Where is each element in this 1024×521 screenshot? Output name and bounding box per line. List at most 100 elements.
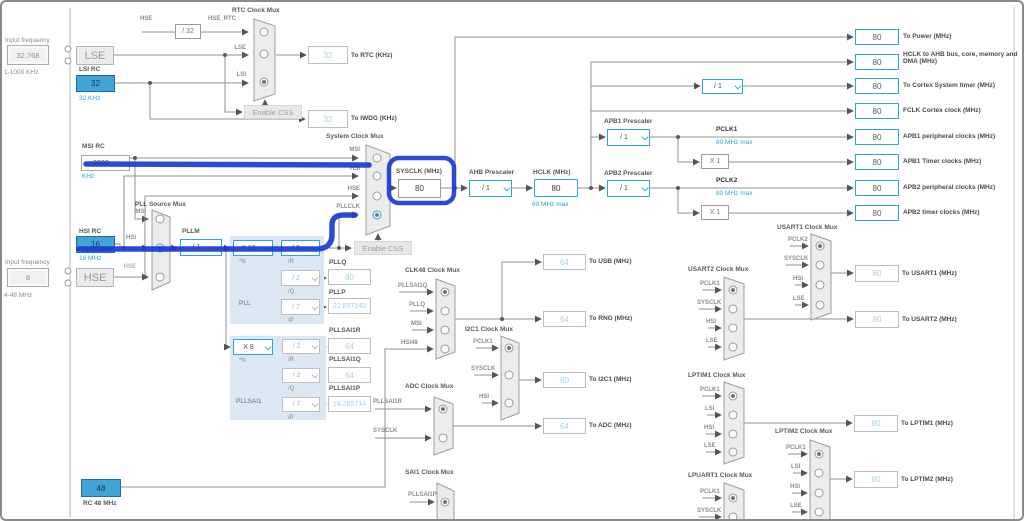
hse-stub-label: HSE — [140, 16, 153, 22]
pll-r-select[interactable]: / 2 — [281, 240, 320, 256]
pllsai1-label: PLLSAI1 — [236, 398, 262, 405]
pll-q-value: / 2 — [292, 274, 300, 282]
apb2-peripheral-label: APB2 peripheral clocks (MHz) — [903, 184, 996, 191]
iwdg-output-value: 32 — [308, 110, 348, 128]
pllsai1-q-value: / 2 — [292, 372, 301, 379]
usart1-in-lse: LSE — [793, 296, 805, 302]
clk48-in-pllq: PLLQ — [409, 302, 425, 308]
usart1-in-pclk2: PCLK2 — [788, 237, 808, 243]
hclk-value-field[interactable]: 80 — [534, 179, 578, 197]
fclk-value: 80 — [855, 103, 899, 119]
pllsai1-p-sub: /P — [288, 415, 294, 421]
pll-q-sub: /Q — [288, 289, 295, 295]
hse-frequency-range: 4-48 MHz — [4, 292, 33, 299]
i2c1-mux-radios[interactable] — [504, 343, 514, 408]
apb2-timer-multiplier: X 1 — [701, 205, 729, 220]
lsi-stub-label: LSI — [236, 72, 246, 78]
cortex-prescaler-select[interactable]: / 1 — [702, 79, 743, 94]
pclk2-label: PCLK2 — [716, 177, 738, 184]
rtc-mux-radios[interactable] — [259, 27, 269, 87]
sysclk-value-field[interactable]: 80 — [398, 179, 441, 198]
apb1-prescaler-select[interactable]: / 1 — [607, 129, 650, 146]
apb1-peripheral-value: 80 — [855, 129, 899, 145]
i2c1-mux-title: I2C1 Clock Mux — [465, 326, 514, 333]
clk48-in-msi: MSI — [411, 321, 422, 327]
clk48-in-pllsai1q: PLLSAI1Q — [398, 283, 428, 289]
pll-p-sub: /P — [288, 318, 294, 324]
sysclk-enable-css-button[interactable]: Enable CSS — [354, 241, 412, 255]
pllp-value: 22.857143 — [328, 298, 371, 314]
lptim2-mux-title: LPTIM2 Clock Mux — [775, 428, 833, 435]
pllm-select[interactable]: / 1 — [180, 239, 222, 256]
pll-source-mux-radios[interactable] — [155, 214, 165, 282]
sysmux-hse-stub: HSE — [347, 186, 360, 192]
pll-p-select[interactable]: / 7 — [281, 299, 320, 315]
hsi48-source-box[interactable]: 48 — [81, 479, 121, 497]
pllsai1-q-select[interactable]: / 2 — [282, 368, 320, 383]
rtc-hse-divider[interactable]: / 32 — [175, 24, 201, 39]
hse-source-box[interactable]: HSE — [76, 268, 114, 287]
cortex-timer-label: To Cortex System timer (MHz) — [903, 82, 995, 89]
lptim2-mux-radios[interactable] — [814, 449, 824, 517]
pllm-value: / 1 — [192, 244, 201, 251]
apb2-prescaler-select[interactable]: / 1 — [607, 180, 650, 197]
lsi-source-box[interactable]: 32 — [76, 75, 115, 92]
ahb-prescaler-value: / 1 — [482, 185, 490, 192]
lse-source-box[interactable]: LSE — [76, 46, 114, 65]
chevron-down-icon — [263, 241, 272, 255]
fclk-label: FCLK Cortex clock (MHz) — [903, 107, 981, 114]
clk48-in-hsi48: HSI48 — [401, 340, 418, 346]
usart1-mux-radios[interactable] — [815, 241, 825, 310]
pllm-label: PLLM — [182, 228, 200, 235]
i2c1-in-sysclk: SYSCLK — [471, 366, 496, 372]
pll-n-select[interactable]: X 10 — [233, 240, 273, 256]
hse-input-frequency-field[interactable]: 8 — [7, 268, 49, 287]
lsi-rc-label: LSI RC — [79, 66, 101, 73]
pllsai1-p-select[interactable]: / 7 — [282, 397, 320, 412]
apb1-prescaler-label: APB1 Prescaler — [604, 118, 653, 125]
pllsai1r-value: 64 — [328, 338, 371, 354]
power-clock-value: 80 — [855, 29, 899, 45]
pllsai1r-label: PLLSAI1R — [329, 327, 361, 334]
hclk-ahb-value: 80 — [855, 54, 899, 70]
i2c1-in-hsi: HSI — [479, 394, 490, 400]
pllsai1q-value: 64 — [328, 367, 371, 383]
hclk-ahb-label: HCLK to AHB bus, core, memory and DMA (M… — [903, 51, 1018, 66]
rtc-enable-css-button[interactable]: Enable CSS — [244, 105, 302, 119]
chevron-down-icon — [310, 398, 319, 411]
usart1-in-hsi: HSI — [793, 276, 804, 282]
pllsai1-n-sub: *N — [239, 358, 246, 364]
rc48-label: RC 48 MHz — [83, 500, 117, 507]
lptim1-in-lsi: LSI — [705, 406, 715, 412]
i2c1-in-pclk1: PCLK1 — [473, 339, 493, 345]
sai1-mux-radios[interactable] — [440, 497, 450, 507]
pllsrc-hse-stub: HSE — [123, 264, 136, 270]
chevron-down-icon — [733, 80, 742, 93]
pllsai1-r-select[interactable]: / 2 — [282, 339, 320, 354]
sai1-mux-title: SAI1 Clock Mux — [405, 469, 454, 476]
pclk1-max-note: 80 MHz max — [716, 139, 753, 146]
lptim1-mux-radios[interactable] — [728, 391, 738, 457]
usart1-clock-value: 80 — [855, 265, 899, 282]
rtc-output-value: 32 — [308, 46, 348, 64]
pll-q-select[interactable]: / 2 — [281, 270, 320, 286]
msi-frequency-select[interactable]: 2000 — [81, 155, 130, 171]
usart2-mux-radios[interactable] — [728, 285, 738, 352]
chevron-down-icon — [263, 340, 272, 354]
lpuart1-mux-radios[interactable] — [728, 493, 738, 521]
pllsai1-n-select[interactable]: X 8 — [233, 339, 273, 355]
rng-clock-label: To RNG (MHz) — [589, 315, 633, 322]
ahb-prescaler-select[interactable]: / 1 — [469, 180, 512, 197]
chevron-down-icon — [212, 240, 221, 255]
clk48-mux-radios[interactable] — [440, 287, 450, 354]
cortex-prescaler-value: / 1 — [714, 83, 722, 90]
chevron-down-icon — [502, 181, 511, 196]
lse-input-frequency-field[interactable]: 32.768 — [7, 45, 49, 65]
lse-stub-label: LSE — [234, 45, 246, 51]
pllp-label: PLLP — [329, 289, 346, 296]
sysmux-pllclk-stub: PLLCLK — [336, 204, 360, 210]
lse-frequency-range: 1-1000 KHz — [4, 69, 39, 76]
system-clock-mux-radios[interactable] — [372, 153, 382, 220]
adc-mux-radios[interactable] — [438, 404, 448, 443]
